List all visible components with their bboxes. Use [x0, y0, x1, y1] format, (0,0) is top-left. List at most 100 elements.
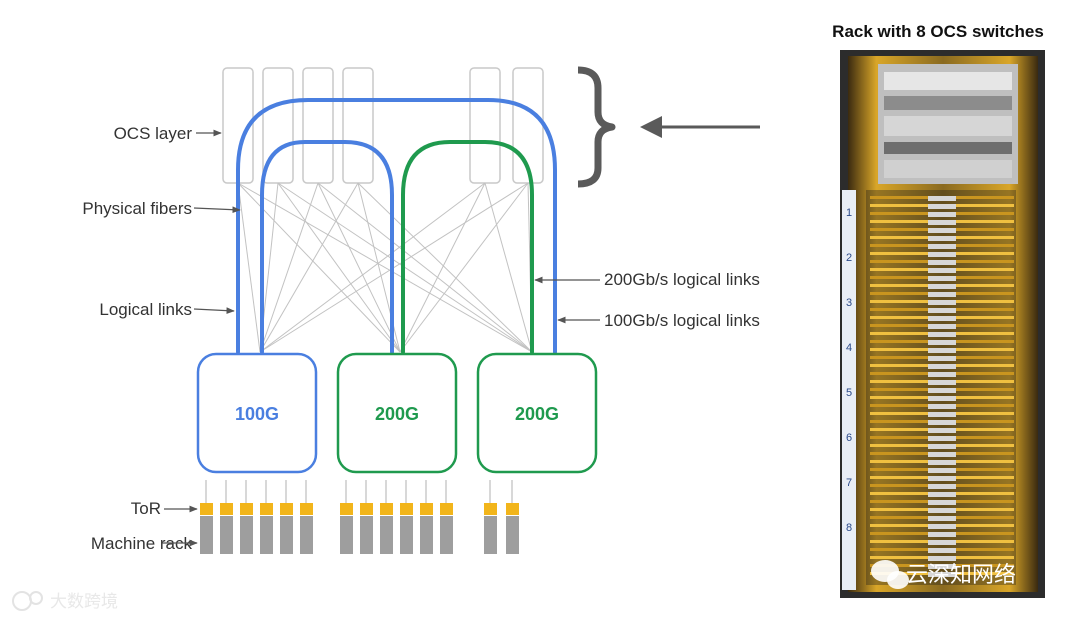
- photo-slot-number: 4: [846, 342, 852, 354]
- photo-connector: [928, 228, 956, 233]
- tor-switch: [420, 503, 433, 515]
- switch-group: 100G 200G 200G: [196, 352, 598, 474]
- photo-connector: [928, 508, 956, 513]
- ocs-switch: [342, 67, 374, 184]
- machine-rack: [380, 516, 393, 554]
- photo-connector: [928, 556, 956, 561]
- machine-rack: [506, 516, 519, 554]
- photo-connector: [928, 404, 956, 409]
- tor-switch: [360, 503, 373, 515]
- photo-connector: [928, 300, 956, 305]
- machine-rack: [280, 516, 293, 554]
- tor-switch: [260, 503, 273, 515]
- wechat-watermark-text: 云深知网络: [906, 563, 1016, 588]
- corner-watermark: 大数跨境: [12, 591, 118, 612]
- photo-connector: [928, 268, 956, 273]
- logical-link-100g-inner: [260, 140, 394, 354]
- photo-connector: [928, 308, 956, 313]
- photo-connector: [928, 196, 956, 201]
- label-link-200: 200Gb/s logical links: [604, 270, 760, 289]
- annotation-labels: OCS layer Physical fibers Logical links …: [82, 124, 760, 553]
- photo-slot-number: 6: [846, 432, 852, 444]
- switch-label: 200G: [375, 404, 419, 424]
- machine-rack: [260, 516, 273, 554]
- wechat-watermark: 云深知网络: [871, 560, 1016, 589]
- photo-connector: [928, 428, 956, 433]
- machine-rack: [200, 516, 213, 554]
- photo-connector: [928, 220, 956, 225]
- tor-switch: [380, 503, 393, 515]
- photo-connector: [928, 476, 956, 481]
- photo-connector: [928, 444, 956, 449]
- machine-rack: [420, 516, 433, 554]
- photo-connector: [928, 244, 956, 249]
- label-physical-fibers: Physical fibers: [82, 199, 192, 218]
- photo-connector: [928, 532, 956, 537]
- photo-connector: [928, 516, 956, 521]
- photo-connector: [928, 252, 956, 257]
- photo-connector: [928, 548, 956, 553]
- photo-slot-number: 1: [846, 207, 852, 219]
- photo-connector: [928, 364, 956, 369]
- photo-connector: [928, 572, 956, 577]
- photo-connector: [928, 332, 956, 337]
- photo-connector: [928, 276, 956, 281]
- photo-connector: [928, 324, 956, 329]
- photo-slot-number: 3: [846, 297, 852, 309]
- photo-connector: [928, 420, 956, 425]
- switch-box-100g: [196, 352, 318, 474]
- label-machine-rack: Machine rack: [91, 534, 193, 553]
- physical-fibers: [237, 182, 533, 353]
- photo-connector: [928, 524, 956, 529]
- machine-rack: [400, 516, 413, 554]
- ocs-layer: [222, 67, 544, 184]
- machine-rack: [484, 516, 497, 554]
- photo-connector: [928, 260, 956, 265]
- tor-switch: [340, 503, 353, 515]
- logical-links: [236, 98, 557, 354]
- ocs-switch: [302, 67, 334, 184]
- photo-connector: [928, 212, 956, 217]
- switch-box-200g: [476, 352, 598, 474]
- switch-box-200g: [336, 352, 458, 474]
- photo-connector: [928, 436, 956, 441]
- photo-connector: [928, 204, 956, 209]
- machine-rack: [440, 516, 453, 554]
- photo-slot-number: 8: [846, 522, 852, 534]
- photo-connector: [928, 380, 956, 385]
- photo-connector: [928, 356, 956, 361]
- photo-slot-number: 7: [846, 477, 852, 489]
- photo-slot-number: 2: [846, 252, 852, 264]
- left-arrow-icon: [640, 116, 760, 138]
- photo-connector: [928, 372, 956, 377]
- photo-connector: [928, 316, 956, 321]
- logical-link-200g: [401, 140, 534, 354]
- photo-connector: [928, 412, 956, 417]
- photo-connector: [928, 500, 956, 505]
- machine-racks: [200, 480, 519, 554]
- machine-rack: [360, 516, 373, 554]
- tor-switch: [300, 503, 313, 515]
- tor-switch: [220, 503, 233, 515]
- photo-connector: [928, 564, 956, 569]
- photo-connector: [928, 396, 956, 401]
- switch-label: 200G: [515, 404, 559, 424]
- machine-rack: [220, 516, 233, 554]
- tor-switch: [400, 503, 413, 515]
- photo-connector: [928, 236, 956, 241]
- logical-link-100g-outer: [236, 98, 557, 354]
- switch-label: 100G: [235, 404, 279, 424]
- photo-connector: [928, 540, 956, 545]
- label-ocs-layer: OCS layer: [114, 124, 193, 143]
- photo-connector: [928, 388, 956, 393]
- machine-rack: [340, 516, 353, 554]
- photo-connector: [928, 292, 956, 297]
- tor-switch: [240, 503, 253, 515]
- photo-connector: [928, 468, 956, 473]
- photo-slot-number: 5: [846, 387, 852, 399]
- label-logical-links: Logical links: [99, 300, 192, 319]
- photo-connector: [928, 484, 956, 489]
- photo-connector: [928, 340, 956, 345]
- photo-connector: [928, 348, 956, 353]
